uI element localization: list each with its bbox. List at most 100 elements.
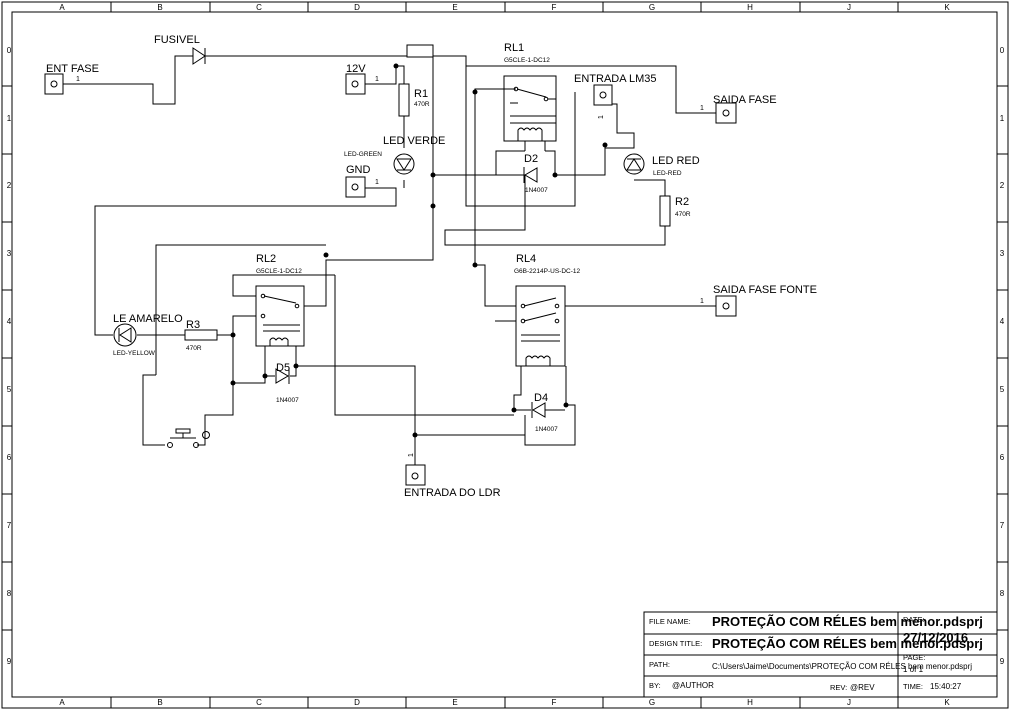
design-title-label: DESIGN TITLE: [649,639,702,648]
led-part: LED-YELLOW [113,350,156,357]
row-label: 5 [1000,385,1005,394]
title-block: FILE NAME: PROTEÇÃO COM RÉLES bem menor.… [643,611,998,698]
junction-dot [602,142,608,148]
wire [474,175,516,307]
path-value: C:\Users\Jaime\Documents\PROTEÇÃO COM RÉ… [712,662,972,671]
row-label: 0 [1000,46,1005,55]
resistor-value: 470R [675,211,691,218]
wire [232,274,335,297]
col-label: C [256,3,262,12]
relay-label: RL2 [256,253,276,265]
led-label: LED VERDE [383,135,445,147]
led-yellow-symbol: LE AMARELO LED-YELLOW [113,313,183,357]
page-value: 1 of 1 [903,665,924,674]
wire [264,346,275,377]
terminal-label: ENT FASE [46,63,99,75]
diode-d5: D5 1N4007 [275,362,299,404]
file-name-label: FILE NAME: [649,617,691,626]
junction-dot [472,89,478,95]
terminal-label: SAIDA FASE [713,94,777,106]
wire [142,374,165,446]
row-label: 8 [1000,589,1005,598]
junction-dot [430,172,436,178]
col-label: H [747,3,753,12]
file-name-value: PROTEÇÃO COM RÉLES bem menor.pdsprj [712,614,983,629]
col-label: C [256,698,262,707]
diode-part: 1N4007 [276,397,299,404]
wire [396,65,405,84]
col-label: K [944,698,950,707]
row-label: 7 [7,521,12,530]
pin-number: 1 [76,76,80,83]
col-label: E [452,698,457,707]
col-label: A [59,3,65,12]
row-label: 6 [7,453,12,462]
pin-number: 1 [408,453,415,457]
relay-rl2: RL2 G5CLE-1-DC12 [255,253,305,347]
resistor-value: 470R [414,101,430,108]
diode-part: 1N4007 [525,187,548,194]
col-label: G [649,3,655,12]
junction-dot [230,380,236,386]
by-value: @AUTHOR [672,681,714,690]
terminal-label: 12V [346,63,366,75]
by-label: BY: [649,681,661,690]
date-label: DATE: [903,615,925,624]
terminal-label: ENTRADA DO LDR [404,487,501,499]
row-label: 2 [7,181,12,190]
relay-rl1: RL1 G5CLE-1-DC12 [503,42,557,151]
row-label: 2 [1000,181,1005,190]
wire [232,315,256,335]
page-label: PAGE: [903,653,925,662]
col-label: J [847,698,851,707]
design-title-value: PROTEÇÃO COM RÉLES bem menor.pdsprj [712,636,983,651]
wire [334,275,514,416]
terminal-saida-fase-fonte: 1 SAIDA FASE FONTE [700,284,817,317]
col-label: D [354,3,360,12]
row-label: 6 [1000,453,1005,462]
terminal-12v: 1 12V [345,63,379,95]
col-label: E [452,3,457,12]
terminal-ent-fase: 1 ENT FASE [44,63,99,95]
junction-dot [430,203,436,209]
fuse-label: FUSIVEL [154,34,200,46]
resistor-r1: R1 470R [398,83,430,117]
terminal-label: SAIDA FASE FONTE [713,284,817,296]
wire [634,179,666,196]
diode-label: D4 [534,392,548,404]
wire [545,150,556,175]
resistor-label: R3 [186,319,200,331]
col-label: F [552,3,557,12]
col-label: K [944,3,950,12]
relay-label: RL4 [516,253,536,265]
row-label: 9 [1000,657,1005,666]
led-label: LE AMARELO [113,313,183,325]
led-green-symbol: LED VERDE LED-GREEN [344,135,445,175]
diode-d4: D4 1N4007 [531,392,558,433]
row-label: 4 [1000,317,1005,326]
col-label: D [354,698,360,707]
pin-number: 1 [700,105,704,112]
wire [365,66,397,85]
wire [555,103,635,176]
junction-dot [472,262,478,268]
terminal-entrada-ldr: 1 ENTRADA DO LDR [404,453,501,499]
junction-dot [412,432,418,438]
wire [63,55,193,105]
junction-dot [511,407,517,413]
row-label: 3 [1000,249,1005,258]
col-label: J [847,3,851,12]
diode-label: D2 [524,153,538,165]
pin-number: 1 [375,179,379,186]
junction-dot [293,363,299,369]
resistor-r3: R3 470R [184,319,218,352]
pin-number: 1 [598,115,605,119]
wire [217,334,234,383]
junction-dot [262,373,268,379]
row-label: 3 [7,249,12,258]
resistor-label: R2 [675,196,689,208]
row-label: 7 [1000,521,1005,530]
row-label: 4 [7,317,12,326]
